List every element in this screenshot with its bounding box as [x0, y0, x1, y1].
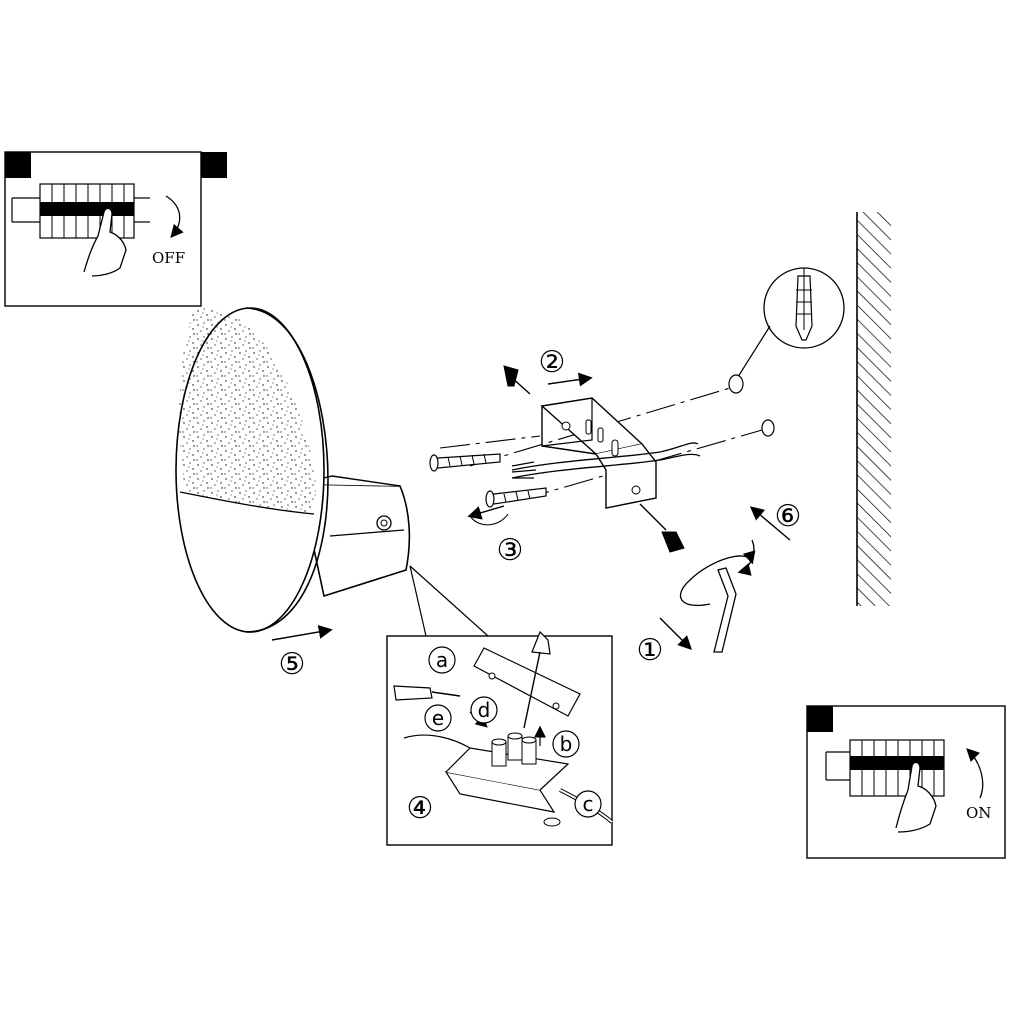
on-panel: ON	[806, 705, 1006, 859]
screw-icon	[639, 503, 685, 553]
alignment-lines	[439, 387, 763, 501]
step-3-arrow	[467, 505, 505, 520]
switch-on-arrow	[966, 748, 984, 799]
panel-corner-marker	[201, 152, 227, 178]
wall	[856, 212, 891, 606]
step-4-label: ④	[407, 791, 434, 826]
switch-off-arrow	[165, 195, 184, 238]
off-panel: OFF	[4, 151, 227, 307]
step-3-label: ③	[497, 533, 524, 568]
off-label: OFF	[152, 249, 185, 267]
hand-icon	[895, 761, 937, 833]
allen-key-icon	[713, 567, 737, 653]
step-1-label: ①	[637, 633, 664, 668]
svg-text:b: b	[560, 732, 573, 756]
step-5-arrow	[271, 625, 333, 641]
terminal-label-a: a	[428, 646, 456, 674]
power-cable	[511, 442, 699, 471]
cable-wires	[511, 461, 537, 479]
screw-icon	[485, 487, 547, 508]
step-2-arrow	[547, 372, 593, 387]
panel-corner-marker	[5, 152, 31, 178]
wall-plug-callout	[728, 267, 845, 437]
wiring-callout: a b c d e	[386, 565, 614, 846]
panel-corner-marker	[807, 706, 833, 732]
step-2-label: ②	[539, 345, 566, 380]
step-1-arrow	[659, 617, 692, 650]
rotate-arrow	[737, 539, 755, 576]
screwdriver-icon	[393, 685, 461, 701]
wall-plug-icon	[795, 268, 813, 341]
wall-hole	[728, 374, 744, 394]
svg-text:a: a	[436, 648, 448, 672]
screw-icon	[429, 453, 501, 472]
screwdriver-icon	[523, 630, 551, 729]
rotate-arrow	[679, 550, 756, 606]
terminal-block	[444, 732, 570, 827]
svg-text:c: c	[583, 792, 594, 816]
step-6-arrow	[749, 506, 791, 541]
hand-icon	[83, 207, 127, 277]
mounting-bracket	[540, 397, 657, 509]
terminal-label-e: e	[424, 704, 452, 732]
bracket-plate	[473, 647, 581, 717]
terminal-label-d: d	[470, 696, 498, 724]
wall-lamp	[175, 307, 411, 633]
terminal-label-b: b	[552, 730, 580, 758]
on-label: ON	[966, 804, 991, 822]
terminal-label-c: c	[574, 790, 602, 818]
circuit-breaker-icon	[825, 739, 945, 797]
step-5-label: ⑤	[279, 647, 306, 682]
screw-icon	[503, 365, 531, 395]
svg-text:e: e	[432, 706, 444, 730]
step-6-label: ⑥	[775, 499, 802, 534]
wall-hole	[761, 419, 775, 437]
svg-text:d: d	[478, 698, 491, 722]
